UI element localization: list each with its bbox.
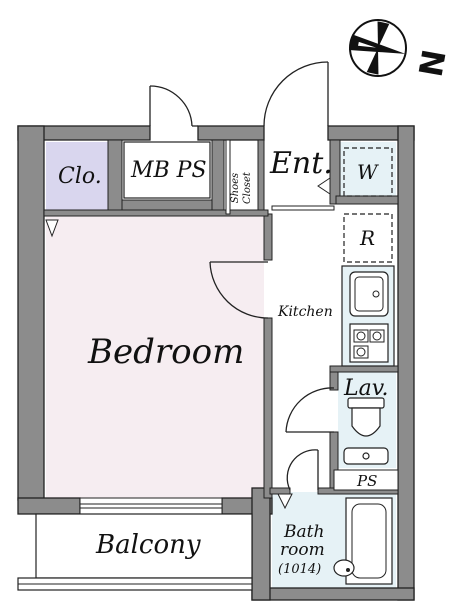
closet-floor bbox=[46, 142, 109, 210]
mbps-label: MB PS bbox=[131, 158, 207, 183]
washer-label: W bbox=[357, 160, 378, 184]
bathroom-label-1: Bath bbox=[284, 522, 325, 542]
bathroom-label-2: room bbox=[280, 540, 325, 560]
bedroom-label: Bedroom bbox=[88, 332, 245, 372]
fridge-label: R bbox=[360, 226, 376, 250]
washer-area-floor bbox=[340, 142, 396, 202]
thin-partitions bbox=[225, 139, 399, 491]
balcony bbox=[17, 513, 253, 591]
shoes-closet-label: Shoes Closet bbox=[230, 172, 253, 204]
exterior-walls bbox=[17, 125, 415, 601]
appliance-dashed bbox=[343, 147, 393, 263]
balcony-label: Balcony bbox=[96, 530, 201, 560]
lavatory-fixtures bbox=[343, 397, 389, 465]
closet-label: Clo. bbox=[58, 164, 102, 189]
kitchen-label: Kitchen bbox=[278, 304, 333, 320]
door-swings bbox=[149, 61, 335, 491]
bedroom-window bbox=[79, 497, 223, 515]
compass-icon bbox=[348, 19, 407, 77]
bathroom-size-label: (1014) bbox=[278, 562, 322, 577]
ps-label: PS bbox=[357, 472, 378, 490]
lavatory-label: Lav. bbox=[344, 376, 389, 401]
interior-walls bbox=[43, 139, 399, 499]
step-markers bbox=[45, 177, 331, 510]
room-boxes bbox=[123, 141, 211, 199]
kitchen-counter bbox=[341, 265, 395, 367]
bedroom-floor bbox=[46, 214, 264, 498]
entrance-label: Ent. bbox=[270, 146, 333, 181]
bath-fixtures bbox=[333, 497, 393, 585]
